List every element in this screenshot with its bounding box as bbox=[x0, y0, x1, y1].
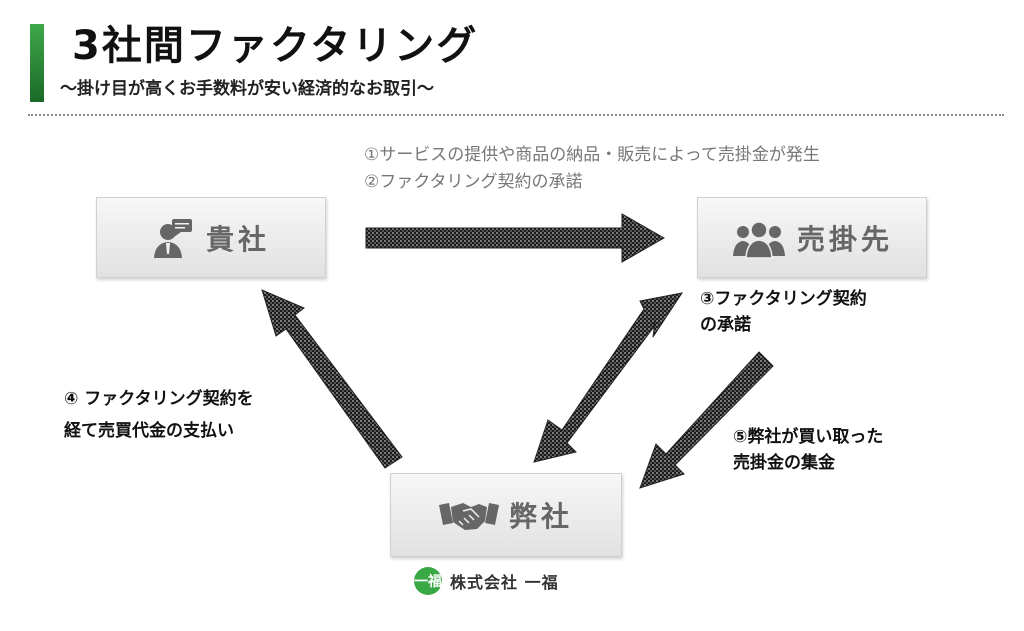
step5-note: ⑤弊社が買い取った 売掛金の集金 bbox=[733, 424, 883, 476]
arrow-client-to-debtor bbox=[365, 213, 666, 263]
step3-note: ③ファクタリング契約 の承諾 bbox=[700, 286, 867, 338]
step5-line1: ⑤弊社が買い取った bbox=[733, 427, 884, 447]
node-debtor-label: 売掛先 bbox=[796, 222, 893, 256]
arrow-debtor-to-company bbox=[639, 351, 774, 489]
node-debtor: 売掛先 bbox=[697, 197, 927, 278]
page-title: 3社間ファクタリング bbox=[72, 23, 479, 69]
company-branding: 一福 株式会社 一福 bbox=[414, 567, 559, 595]
group-people-icon bbox=[732, 220, 785, 259]
step4-line2: 経て売買代金の支払い bbox=[64, 421, 234, 441]
businessman-speech-icon bbox=[153, 218, 192, 258]
dotted-divider bbox=[28, 114, 1004, 116]
node-client-label: 貴社 bbox=[205, 222, 270, 256]
step4-note: ④ ファクタリング契約を 経て売買代金の支払い bbox=[64, 383, 254, 447]
node-company-label: 弊社 bbox=[508, 500, 573, 533]
step5-line2: 売掛金の集金 bbox=[733, 453, 835, 473]
node-company: 弊社 bbox=[390, 473, 622, 557]
node-client: 貴社 bbox=[96, 197, 326, 278]
handshake-icon bbox=[438, 503, 499, 530]
arrow-debtor-company-both bbox=[533, 292, 684, 463]
step4-line1: ④ ファクタリング契約を bbox=[64, 389, 254, 409]
step3-line1: ③ファクタリング契約 bbox=[700, 289, 867, 309]
step3-line2: の承諾 bbox=[700, 315, 751, 335]
step1-text: ①サービスの提供や商品の納品・販売によって売掛金が発生 bbox=[364, 145, 820, 165]
company-name: 株式会社 一福 bbox=[450, 573, 559, 592]
step2-text: ②ファクタリング契約の承諾 bbox=[364, 172, 583, 192]
title-accent-bar bbox=[30, 24, 44, 102]
page-subtitle: 〜掛け目が高くお手数料が安い経済的なお取引〜 bbox=[60, 79, 434, 99]
company-logo: 一福 bbox=[414, 567, 442, 595]
arrow-company-to-client bbox=[261, 289, 403, 469]
